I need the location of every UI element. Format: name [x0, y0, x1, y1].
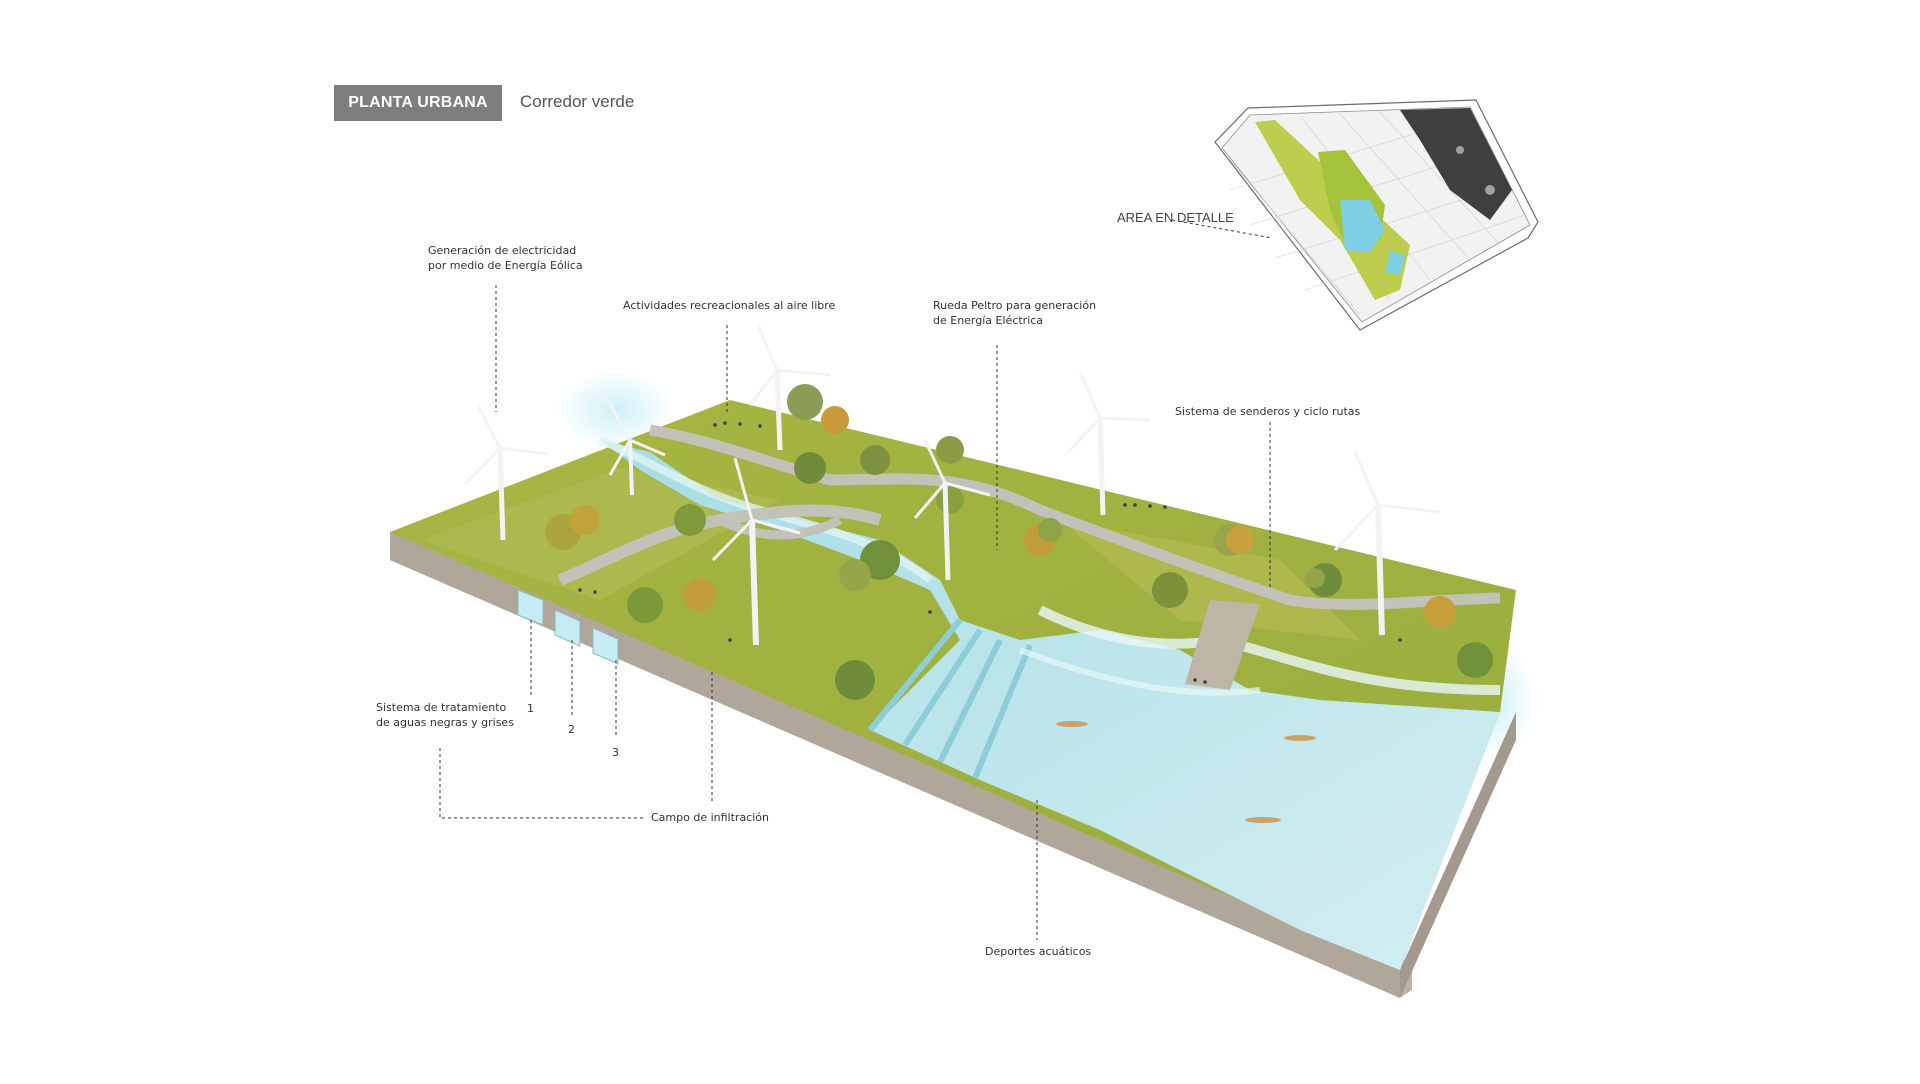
label-recreacion: Actividades recreacionales al aire libre — [623, 298, 835, 313]
label-eolica-line-2: por medio de Energía Eólica — [428, 258, 583, 273]
label-rueda: Rueda Peltro para generación de Energía … — [933, 298, 1096, 328]
tank-number-2: 2 — [568, 722, 575, 737]
label-deportes: Deportes acuáticos — [985, 944, 1091, 959]
label-tratamiento-line-2: de aguas negras y grises — [376, 715, 514, 730]
plan-subtitle: Corredor verde — [520, 92, 634, 112]
label-senderos: Sistema de senderos y ciclo rutas — [1175, 404, 1360, 419]
tank-number-1: 1 — [527, 701, 534, 716]
label-tratamiento-line-1: Sistema de tratamiento — [376, 700, 514, 715]
plan-title-tag: PLANTA URBANA — [334, 85, 502, 121]
site-plan-inset — [1215, 100, 1538, 330]
inset-label: AREA EN DETALLE — [1117, 210, 1234, 225]
tank-number-3: 3 — [612, 745, 619, 760]
label-rueda-line-2: de Energía Eléctrica — [933, 313, 1096, 328]
label-infiltracion: Campo de infiltración — [651, 810, 769, 825]
label-tratamiento: Sistema de tratamiento de aguas negras y… — [376, 700, 514, 730]
label-eolica: Generación de electricidad por medio de … — [428, 243, 583, 273]
label-eolica-line-1: Generación de electricidad — [428, 243, 583, 258]
label-rueda-line-1: Rueda Peltro para generación — [933, 298, 1096, 313]
